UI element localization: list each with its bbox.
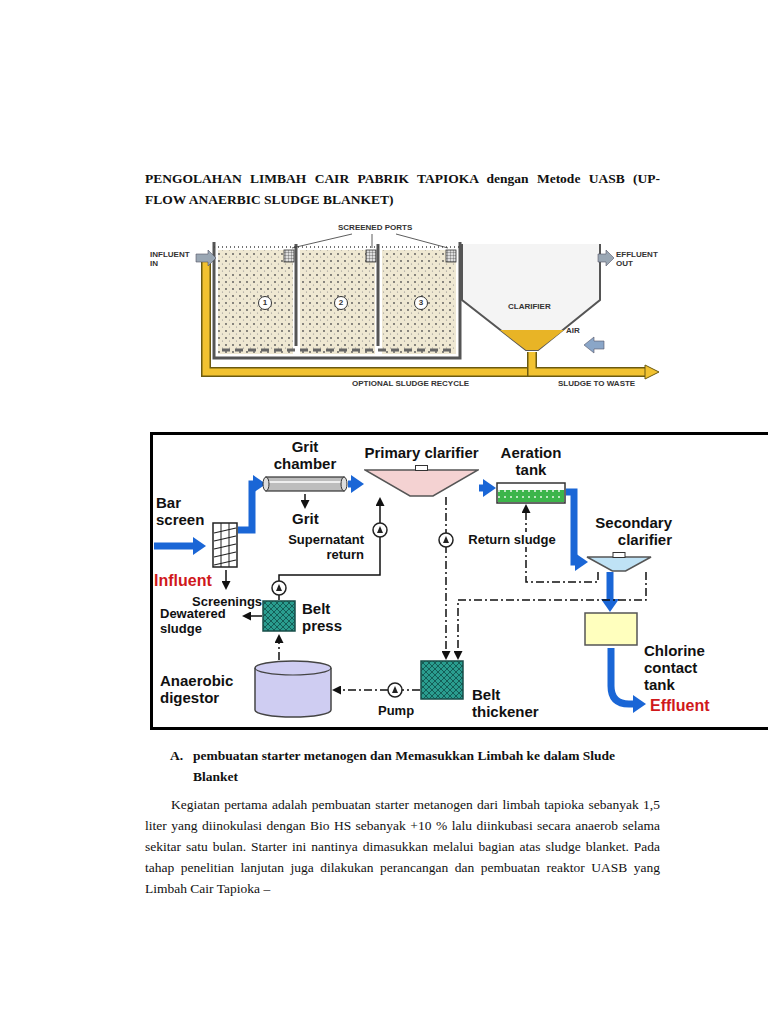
callout-number: 3 xyxy=(414,296,428,310)
pipe-label: SLUDGE TO WASTE xyxy=(558,379,635,388)
node-text: Belt thickener xyxy=(472,686,556,720)
node-label: Bar screen xyxy=(156,494,210,528)
node-text: Chlorine contact tank xyxy=(644,642,714,693)
belt-press: Belt press xyxy=(262,600,352,634)
edge-label: Supernatant return xyxy=(282,532,366,562)
node-label: Belt thickener xyxy=(472,686,556,720)
hatch-outline xyxy=(262,600,296,632)
grit-outline xyxy=(262,476,348,492)
output-label: Grit xyxy=(292,510,319,527)
uasb-illustration xyxy=(196,234,659,379)
box-outline xyxy=(584,612,638,646)
node-label: Anaerobic digestor xyxy=(160,672,246,706)
sludge-line xyxy=(458,572,646,651)
sludge-line xyxy=(445,497,447,651)
cone-shape xyxy=(586,552,652,572)
sludge-line xyxy=(526,513,598,582)
box-shape xyxy=(584,612,638,646)
node-label: Belt press xyxy=(302,600,352,634)
dig-shape xyxy=(254,660,332,718)
node-text: Secondary clarifier xyxy=(586,514,672,548)
sludge-line xyxy=(341,689,420,691)
bar-screen: Bar screen xyxy=(156,494,238,568)
part-label: CLARIFIER xyxy=(508,302,551,311)
tank-outline xyxy=(496,482,566,504)
cone-outline xyxy=(586,552,652,572)
flow-arrow xyxy=(566,492,575,562)
flow-arrow xyxy=(348,481,351,488)
flow-label: Effluent xyxy=(650,697,710,714)
outlet-label: EFFLUENT OUT xyxy=(616,250,662,268)
primary-clarifier: Primary clarifier xyxy=(364,444,479,497)
cone-outline xyxy=(364,465,479,497)
node-label: Chlorine contact tank xyxy=(644,642,714,693)
flow-diagram-frame xyxy=(152,434,768,729)
output-label: Dewatered sludge xyxy=(160,606,238,636)
cone-shape xyxy=(364,465,479,497)
grit-chamber: Grit chamber xyxy=(262,438,348,492)
title: PENGOLAHAN LIMBAH CAIR PABRIK TAPIOKA de… xyxy=(145,168,660,210)
node-text: Primary clarifier xyxy=(364,444,478,461)
inlet-label: INFLUENT IN xyxy=(150,250,194,268)
edge-label: Return sludge xyxy=(466,532,557,547)
hatch-outline xyxy=(420,660,464,700)
screen-outline xyxy=(212,522,238,568)
aeration-tank: Aeration tank xyxy=(496,444,566,504)
belt-thickener: Belt thickener xyxy=(420,660,556,720)
callout-label: SCREENED PORTS xyxy=(338,223,412,232)
sludge-line xyxy=(278,643,280,660)
flow-arrow xyxy=(479,485,483,492)
body-paragraph: Kegiatan pertama adalah pembuatan starte… xyxy=(145,794,660,899)
secondary-clarifier: Secondary clarifier xyxy=(586,514,672,572)
node-label: Grit chamber xyxy=(262,438,348,472)
pipe-label: OPTIONAL SLUDGE RECYCLE xyxy=(352,379,469,388)
hatch-shape xyxy=(262,600,296,632)
part-label: AIR xyxy=(566,326,580,335)
node-label: Primary clarifier xyxy=(364,444,478,461)
flow-arrow xyxy=(607,572,614,599)
pump-label: Pump xyxy=(378,703,414,718)
callout-number: 2 xyxy=(334,296,348,310)
flow-arrow xyxy=(238,484,253,530)
anaerobic-digestor: Anaerobic digestor xyxy=(160,660,332,718)
grit-shape xyxy=(262,476,348,492)
node-text: Aeration tank xyxy=(496,444,566,478)
dig-outline xyxy=(254,660,332,718)
node-text: Grit chamber xyxy=(262,438,348,472)
chlorine-tank: Chlorine contact tank xyxy=(584,612,714,693)
tank-shape xyxy=(496,482,566,504)
node-text: Anaerobic digestor xyxy=(160,672,246,706)
return-line xyxy=(279,506,380,600)
node-label: Secondary clarifier xyxy=(586,514,672,548)
node-text: Bar screen xyxy=(156,494,210,528)
hatch-shape xyxy=(420,660,464,700)
section-heading: pembuatan starter metanogen dan Memasukk… xyxy=(193,745,660,787)
screen-shape xyxy=(212,522,238,568)
section-number: A. xyxy=(170,745,183,766)
node-label: Aeration tank xyxy=(496,444,566,478)
flow-label: Influent xyxy=(154,572,212,589)
node-text: Belt press xyxy=(302,600,352,634)
callout-number: 1 xyxy=(258,296,272,310)
